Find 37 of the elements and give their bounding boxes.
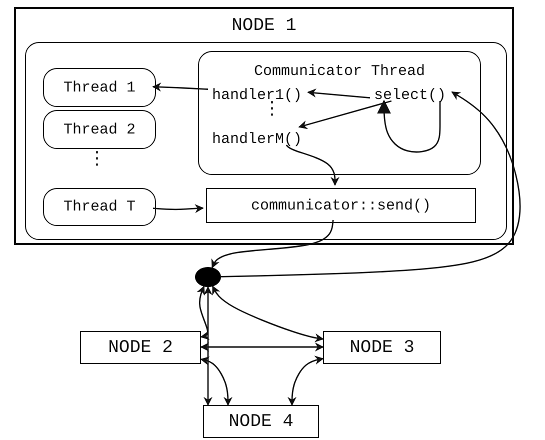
box-label: Thread 1 xyxy=(64,80,136,95)
arrow xyxy=(152,82,208,92)
arrow xyxy=(200,342,324,352)
node-box xyxy=(323,331,441,364)
box-label: NODE 3 xyxy=(350,338,414,356)
box-label: NODE 2 xyxy=(108,338,173,356)
process-panel xyxy=(25,42,507,240)
thread-box xyxy=(198,51,481,175)
box-title: NODE 1 xyxy=(232,17,296,35)
arrow xyxy=(288,356,324,406)
arrow xyxy=(286,144,340,186)
junction-dot xyxy=(195,267,221,287)
arrow xyxy=(196,286,210,340)
arrow xyxy=(212,286,324,342)
arrow xyxy=(220,91,521,278)
arrow xyxy=(204,286,212,406)
node-box xyxy=(14,7,514,245)
thread-box xyxy=(43,68,156,107)
box-label: Thread T xyxy=(64,200,136,214)
function-name: select() xyxy=(374,87,456,105)
ellipsis-mark: ⋮ xyxy=(88,150,106,168)
thread-box xyxy=(43,188,156,226)
box-label: NODE 4 xyxy=(228,412,294,430)
arrow xyxy=(307,88,370,98)
arrow xyxy=(211,220,334,268)
box-title: Communicator Thread xyxy=(254,64,426,79)
thread-box xyxy=(43,110,156,149)
arrow xyxy=(377,100,441,153)
arrow xyxy=(200,356,232,406)
box-label: communicator::send() xyxy=(250,198,432,213)
node-box xyxy=(80,331,201,364)
arrow xyxy=(298,100,392,130)
arrow xyxy=(152,204,204,214)
function-name: handlerM() xyxy=(212,131,312,149)
box-label: Thread 2 xyxy=(64,122,136,137)
node-box xyxy=(203,405,319,438)
function-box xyxy=(206,188,476,223)
